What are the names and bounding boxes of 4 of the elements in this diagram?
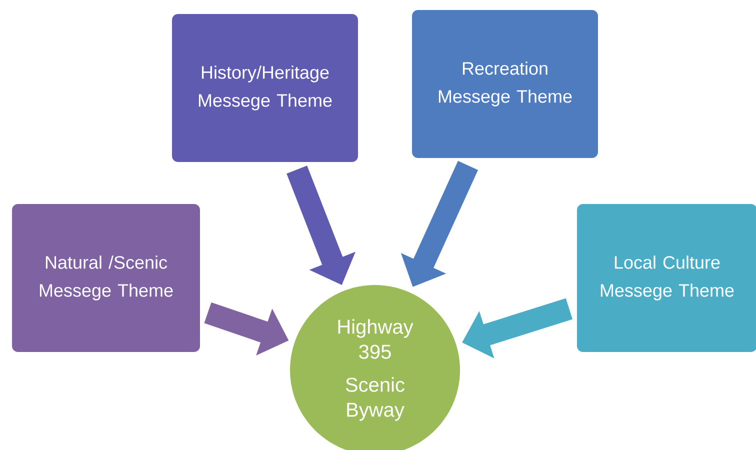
- theme-box: History/Heritage Messege Theme: [172, 14, 358, 162]
- theme-box: Natural /Scenic Messege Theme: [12, 204, 200, 352]
- theme-box: Local Culture Messege Theme: [577, 204, 756, 352]
- theme-box: Recreation Messege Theme: [412, 10, 598, 158]
